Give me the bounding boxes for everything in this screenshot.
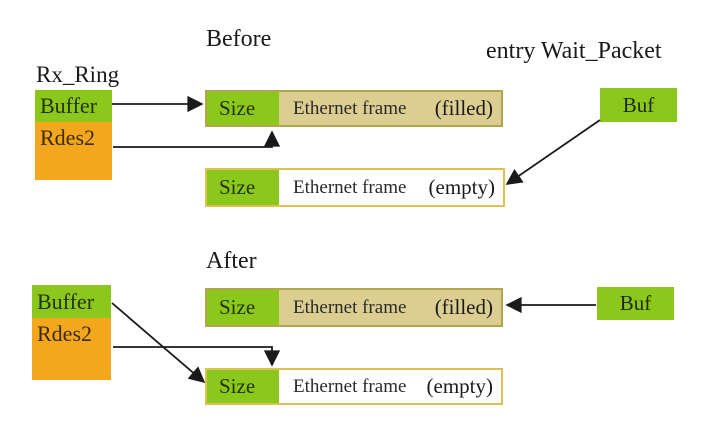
before-filled-frame: Size Ethernet frame (filled) [205,90,503,127]
rx-ring-label: Rx_Ring [36,62,120,87]
entry-wait-packet-title: entry Wait_Packet [486,38,662,64]
after-filled-frame-label: Ethernet frame [293,296,407,318]
after-buf-box: Buf [597,287,674,320]
after-filled-frame-state: (filled) [434,295,493,319]
before-buffer-field: Buffer [35,90,112,122]
after-empty-frame-state: (empty) [426,374,493,398]
arrow-after-rdes2-to-empty-frame-top [113,346,281,367]
before-filled-frame-state: (filled) [434,96,493,120]
before-empty-frame-state: (empty) [428,175,495,199]
after-empty-frame-body: Ethernet frame (empty) [279,370,501,403]
after-filled-frame-body: Ethernet frame (filled) [279,290,501,325]
before-title: Before [206,26,272,52]
before-empty-frame: Size Ethernet frame (empty) [205,168,505,207]
before-empty-frame-size: Size [207,170,279,205]
after-empty-frame: Size Ethernet frame (empty) [205,368,503,405]
after-rx-ring-box: Buffer Rdes2 [32,285,111,380]
after-buffer-field: Buffer [32,285,111,318]
before-filled-frame-size: Size [207,92,279,125]
before-filled-frame-body: Ethernet frame (filled) [279,92,501,125]
before-empty-frame-label: Ethernet frame [293,176,407,198]
after-empty-frame-label: Ethernet frame [293,375,407,397]
after-empty-frame-size: Size [207,370,279,403]
after-filled-frame: Size Ethernet frame (filled) [205,288,503,327]
before-rx-ring-box: Buffer Rdes2 [35,90,112,180]
arrow-before-rdes2-to-filled-frame-bottom [113,130,281,148]
before-filled-frame-label: Ethernet frame [293,97,407,119]
after-filled-frame-size: Size [207,290,279,325]
after-title: After [206,248,257,274]
arrow-after-buffer-to-empty-frame-size [111,302,206,384]
before-rdes2-field: Rdes2 [40,125,95,150]
arrow-before-buf-to-empty-frame [505,119,601,185]
before-empty-frame-body: Ethernet frame (empty) [279,170,503,205]
before-buf-box: Buf [600,88,677,122]
after-rdes2-field: Rdes2 [37,321,92,346]
